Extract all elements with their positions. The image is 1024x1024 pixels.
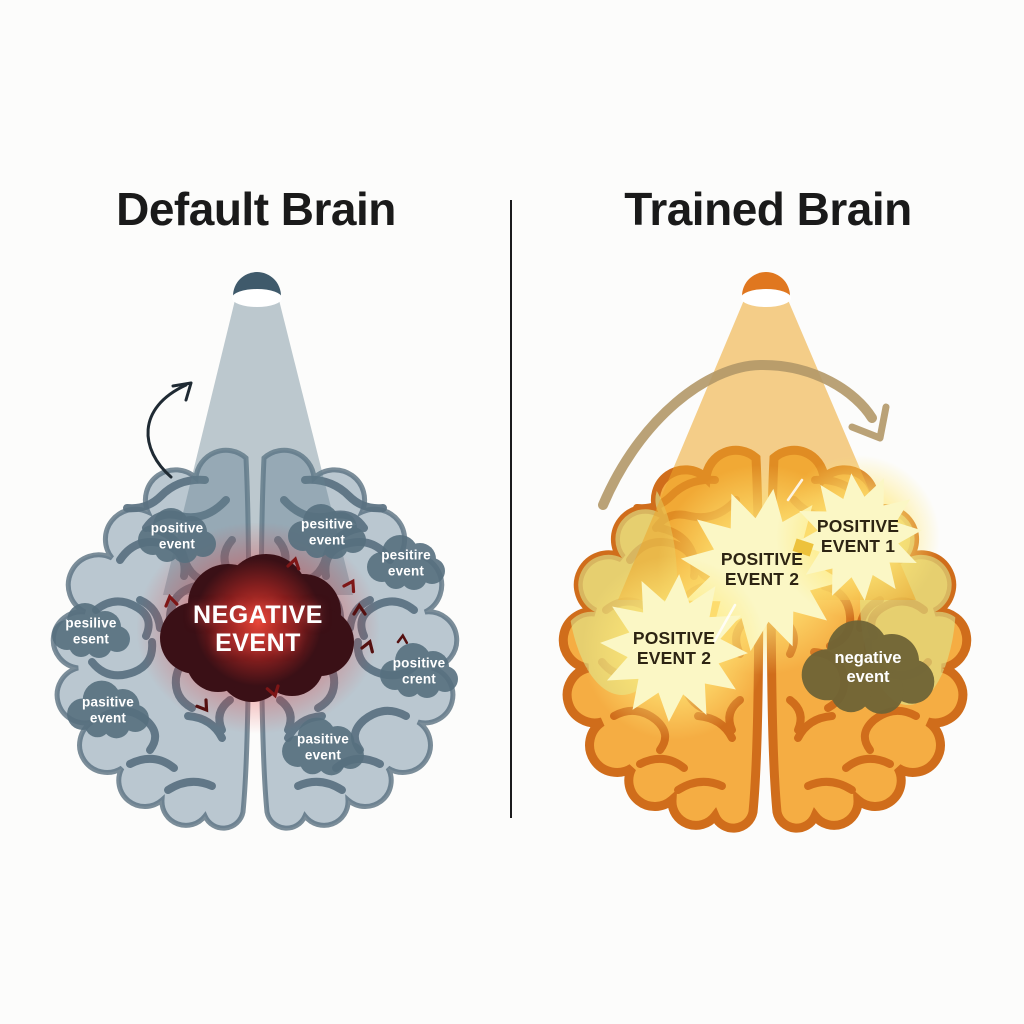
small-curved-arrow — [146, 381, 193, 479]
positive-event-starburst-label: POSITIVE EVENT 2 — [720, 548, 804, 589]
default-brain-title: Default Brain — [116, 183, 396, 235]
positive-event-label: pesitive event — [301, 516, 353, 547]
positive-event-starbursts — [582, 455, 940, 740]
positive-event-label: pasitive event — [82, 694, 134, 725]
spark-line — [786, 478, 804, 502]
positive-event-label: positive event — [150, 520, 204, 551]
gray-spotlight-lamp — [232, 272, 282, 307]
negative-event-small-label: negative event — [834, 649, 902, 686]
positive-event-label: pasitive event — [297, 731, 349, 762]
positive-event-label: pesilive esent — [65, 615, 117, 646]
spark-line — [712, 603, 737, 644]
big-arc-arrow — [598, 359, 890, 510]
yellow-spotlight-lamp — [741, 272, 791, 307]
positive-event-label: pesitire event — [381, 547, 431, 578]
trained-brain-title: Trained Brain — [624, 183, 912, 235]
negative-event-label: NEGATIVE EVENT — [193, 601, 323, 657]
negative-event-inner-glow — [194, 558, 322, 686]
positive-event-label: positive crent — [392, 655, 446, 686]
positive-event-starburst-label: POSITIVE EVENT 1 — [816, 515, 900, 556]
panel-divider — [510, 200, 512, 818]
default-brain-panel — [52, 272, 458, 828]
positive-event-starburst-label: POSITIVE EVENT 2 — [632, 627, 716, 668]
small-cube-accent — [792, 538, 814, 557]
